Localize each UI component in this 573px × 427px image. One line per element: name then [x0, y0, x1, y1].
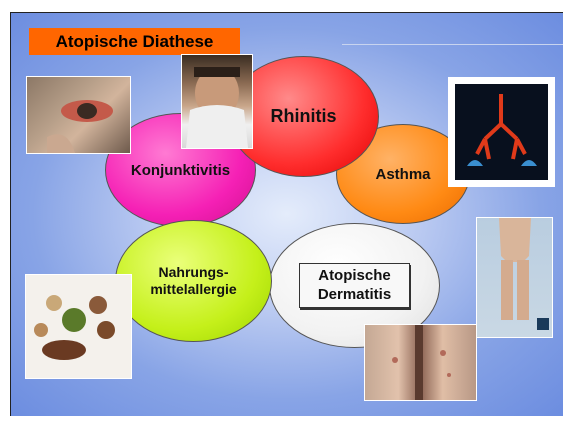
skin-legs-icon	[365, 325, 476, 400]
dermatitis-label-line1: Atopische	[318, 267, 391, 286]
child-legs-icon	[477, 218, 552, 337]
child-legs-photo	[476, 217, 553, 338]
lungs-icon	[455, 84, 548, 180]
skin-legs-photo	[364, 324, 477, 401]
eye-photo-icon	[27, 77, 130, 153]
slide-title-text: Atopische Diathese	[56, 32, 214, 52]
asthma-label: Asthma	[375, 166, 430, 183]
nahrungsmittelallergie-label-line2: mittelallergie	[150, 281, 236, 298]
sneezing-person-icon	[182, 55, 252, 148]
lungs-illustration	[448, 77, 555, 187]
rhinitis-label: Rhinitis	[271, 106, 337, 127]
food-icon	[26, 275, 131, 378]
nahrungsmittelallergie-label-line1: Nahrungs-	[150, 264, 236, 281]
konjunktivitis-label: Konjunktivitis	[131, 162, 230, 179]
dermatitis-label-box: Atopische Dermatitis	[299, 263, 410, 309]
eye-photo	[26, 76, 131, 154]
slide-border-left	[10, 12, 11, 416]
sneezing-person-photo	[181, 54, 253, 149]
lungs-background	[455, 84, 548, 180]
food-photo	[25, 274, 132, 379]
slide-title: Atopische Diathese	[29, 28, 240, 55]
nahrungsmittelallergie-ellipse: Nahrungs- mittelallergie	[115, 220, 272, 342]
title-underline	[342, 44, 563, 45]
slide-border-top	[10, 12, 563, 13]
dermatitis-label-line2: Dermatitis	[318, 286, 391, 305]
